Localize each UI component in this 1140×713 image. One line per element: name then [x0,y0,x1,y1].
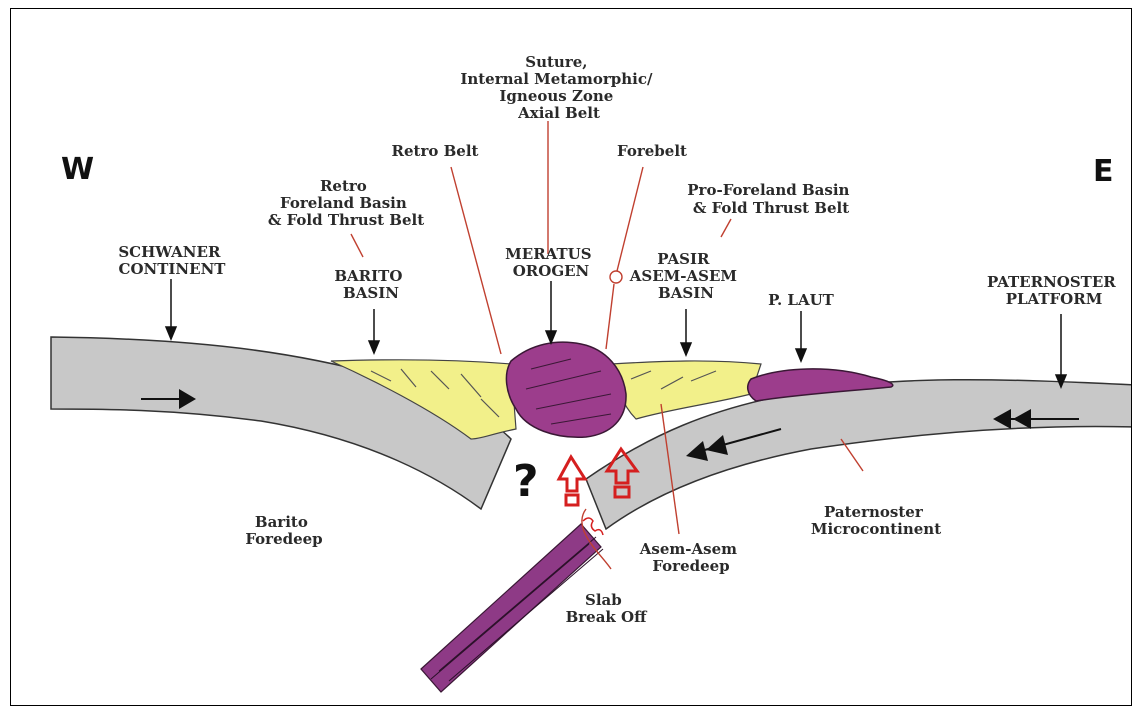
uplift-arrow-left [559,457,585,505]
suture-label: Suture, Internal Metamorphic/ Igneous Zo… [460,53,657,122]
retro-belt-label: Retro Belt [392,142,479,160]
retro-foreland-label: Retro Foreland Basin & Fold Thrust Belt [268,177,424,229]
barito-foredeep-label: Barito Foredeep [245,513,322,548]
west-label: W [61,152,94,187]
paternoster-platform-label: PATERNOSTER PLATFORM [987,273,1121,308]
meratus-label: MERATUS OROGEN [505,245,597,280]
slab-breakoff-label: Slab Break Off [566,591,649,626]
asem-foredeep-label: Asem-Asem Foredeep [639,540,742,575]
pasir-label: PASIR ASEM-ASEM BASIN [629,250,742,302]
question-mark: ? [513,456,539,507]
schwaner-label: SCHWANER CONTINENT [118,243,226,278]
plaut-label: P. LAUT [768,291,835,309]
pro-foreland-label: Pro-Foreland Basin & Fold Thrust Belt [687,181,854,217]
forebelt-label: Forebelt [617,142,687,160]
diagram-frame: W E Suture, Internal Metamorphic/ Igneou… [10,8,1132,706]
tectonic-cross-section: W E Suture, Internal Metamorphic/ Igneou… [11,9,1132,706]
meratus-orogen-body [506,342,626,437]
east-label: E [1093,154,1114,189]
paternoster-micro-label: Paternoster Microcontinent [811,503,941,538]
barito-basin-label: BARITO BASIN [334,267,407,302]
